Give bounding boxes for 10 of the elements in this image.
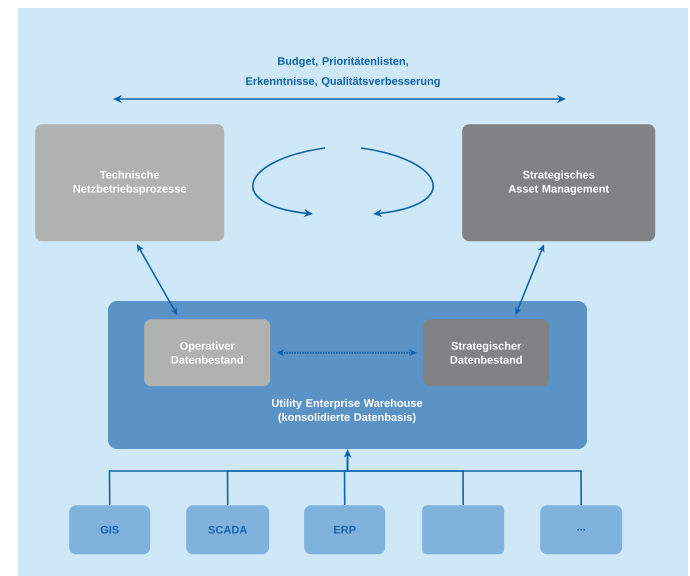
annotation-text: Budget, Prioritätenlisten, Erkenntnisse, Qualitätsverbesserung xyxy=(246,56,440,88)
source-box xyxy=(422,505,504,554)
source-box: ERP xyxy=(304,505,386,554)
source-box: SCADA xyxy=(186,505,270,554)
process-box: Strategisches Asset Management xyxy=(462,124,656,242)
source-box: ... xyxy=(540,505,622,554)
process-box: Technische Netzbetriebsprozesse xyxy=(35,124,224,242)
source-box: GIS xyxy=(69,505,150,554)
data-box: Operativer Datenbestand xyxy=(144,319,270,386)
data-box: Strategischer Datenbestand xyxy=(423,319,550,386)
